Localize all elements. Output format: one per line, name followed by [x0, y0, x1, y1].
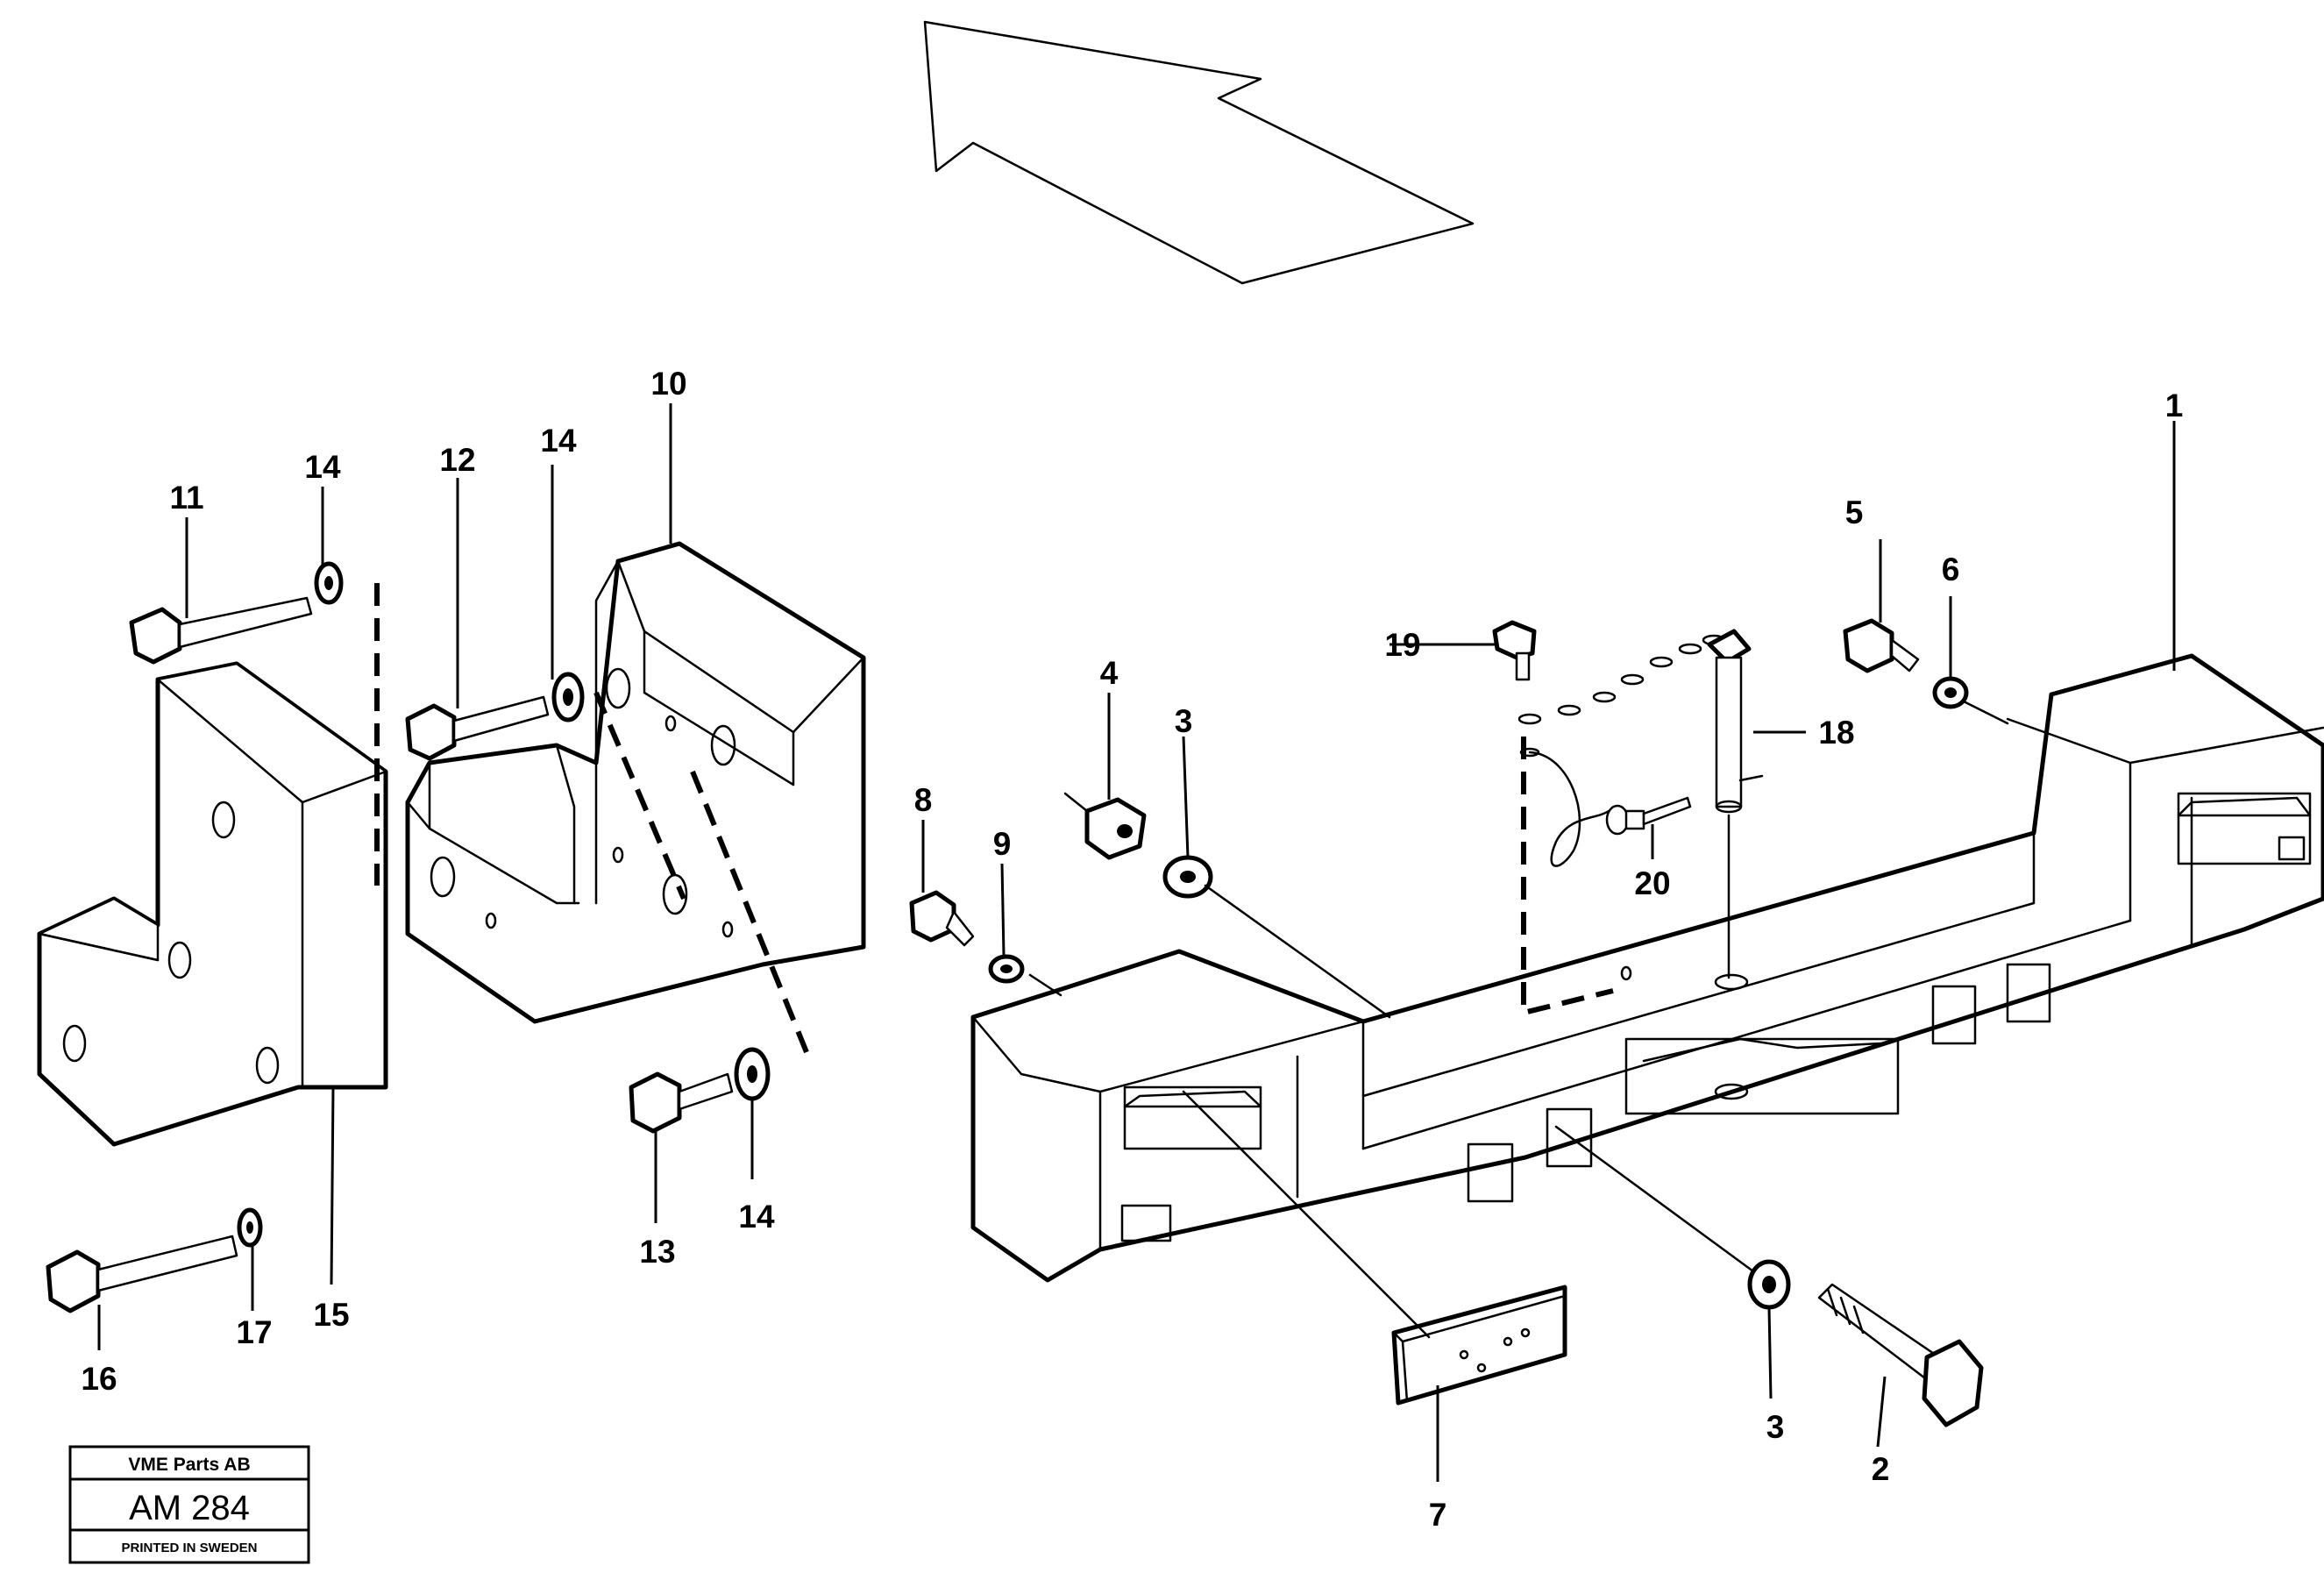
bolt-16 — [46, 1235, 238, 1313]
callout-7: 7 — [1429, 1497, 1447, 1533]
washer-3-upper — [1162, 855, 1213, 899]
bolt-8 — [909, 890, 975, 947]
callout-11: 11 — [169, 480, 203, 516]
callout-3: 3 — [1175, 703, 1193, 739]
bolt-19 — [1492, 620, 1537, 681]
callout-9: 9 — [993, 826, 1012, 862]
assembly-line — [690, 770, 809, 1054]
callout-3: 3 — [1766, 1409, 1785, 1445]
assembly-line — [1521, 737, 1614, 1016]
callout-14: 14 — [540, 423, 577, 459]
callout-17: 17 — [236, 1314, 272, 1350]
axis-line — [1554, 1125, 1755, 1273]
callout-13: 13 — [639, 1234, 675, 1270]
callout-18: 18 — [1818, 715, 1854, 751]
assembly-line — [593, 691, 686, 900]
axis-line — [1962, 700, 2009, 725]
pin-18 — [1707, 629, 1752, 814]
callout-labels: 1 2 3 3 4 5 6 7 8 9 10 11 12 13 14 14 14… — [81, 366, 2183, 1533]
washer-14-lower — [734, 1047, 771, 1101]
callout-2: 2 — [1872, 1451, 1890, 1487]
leader-lines — [97, 403, 2176, 1482]
bolt-5 — [1843, 618, 1920, 673]
bolt-2 — [1817, 1283, 1984, 1427]
pin-20 — [1605, 796, 1692, 836]
bolt-12 — [405, 695, 550, 761]
callout-5: 5 — [1845, 495, 1864, 530]
publication-stamp: VME Parts AB AM 284 PRINTED IN SWEDEN — [68, 1445, 310, 1564]
nut-4 — [1063, 792, 1147, 860]
counterweight-frame-1 — [970, 653, 2324, 1283]
callout-6: 6 — [1942, 552, 1960, 587]
washer-17 — [237, 1207, 263, 1248]
callout-20: 20 — [1634, 865, 1670, 901]
washer-14-mid — [551, 672, 585, 722]
axis-line — [1182, 1090, 1431, 1339]
bolt-13 — [629, 1071, 734, 1134]
counterweight-15 — [37, 661, 388, 1147]
axis-line — [1738, 774, 1764, 782]
stamp-company: VME Parts AB — [128, 1455, 250, 1475]
callout-14: 14 — [738, 1199, 775, 1235]
callout-16: 16 — [81, 1361, 117, 1397]
callout-19: 19 — [1384, 627, 1420, 663]
washer-9 — [988, 954, 1025, 984]
callout-12: 12 — [439, 442, 475, 478]
washer-3-lower — [1747, 1259, 1791, 1310]
callout-10: 10 — [650, 366, 686, 402]
callout-15: 15 — [313, 1297, 349, 1333]
stamp-printed: PRINTED IN SWEDEN — [121, 1541, 257, 1555]
callout-8: 8 — [914, 782, 933, 818]
callout-4: 4 — [1100, 655, 1119, 691]
washer-14-left — [314, 561, 344, 605]
stamp-code: AM 284 — [129, 1489, 250, 1527]
axis-line — [1028, 973, 1063, 997]
bolt-11 — [129, 596, 313, 665]
washer-6 — [1932, 676, 1969, 709]
chain — [1517, 634, 1726, 867]
callout-14: 14 — [304, 449, 341, 485]
direction-arrow — [923, 20, 1475, 285]
callout-1: 1 — [2165, 388, 2184, 423]
axis-line — [1204, 884, 1391, 1019]
plate-7 — [1391, 1285, 1567, 1406]
counterweight-10 — [405, 541, 866, 1024]
